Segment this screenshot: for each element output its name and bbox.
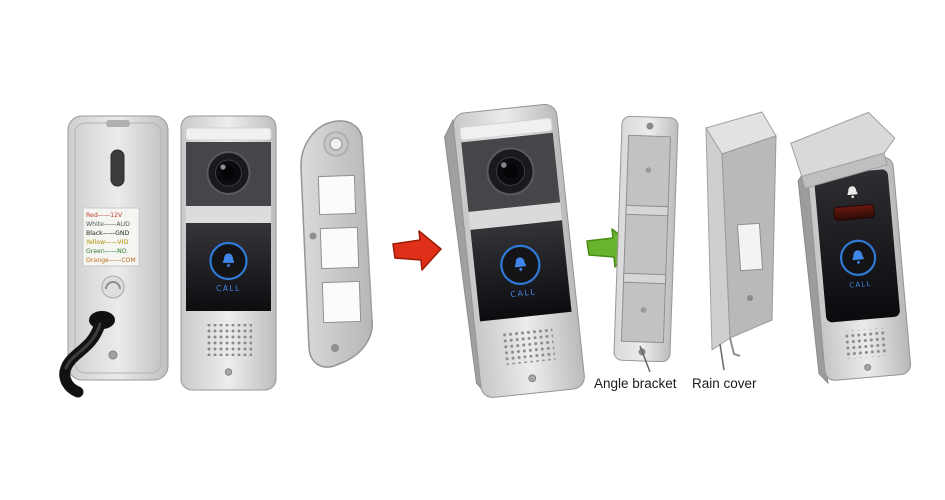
bell-clapper xyxy=(857,260,860,264)
camera-lens xyxy=(206,151,251,195)
rain-cover-pointer xyxy=(719,343,725,371)
screw-hole xyxy=(747,295,753,301)
mounting-screw xyxy=(729,337,741,357)
screw-hole xyxy=(309,232,317,240)
arrow-shape xyxy=(392,230,442,271)
sticker-background xyxy=(82,207,140,267)
angle-bracket-label: Angle bracket xyxy=(594,376,677,391)
bell-icon xyxy=(514,257,527,268)
bell-icon xyxy=(852,250,864,261)
doorbell-front-view: CALL xyxy=(176,112,282,397)
screw-hole xyxy=(224,368,233,376)
screw-hole xyxy=(331,344,339,352)
label-pointers xyxy=(639,343,725,373)
hanging-slot xyxy=(110,149,125,187)
rain-cover xyxy=(682,106,784,371)
screw-hole xyxy=(864,363,872,371)
call-button: CALL xyxy=(839,239,877,290)
sticker-line: Red——12V xyxy=(86,212,123,219)
status-window xyxy=(833,204,875,221)
call-button-label: CALL xyxy=(510,287,537,299)
call-button-label: CALL xyxy=(216,284,241,293)
mounting-bracket xyxy=(286,116,388,378)
sticker-line: Yellow——VID xyxy=(85,239,128,246)
speaker-grille xyxy=(842,327,889,360)
speaker-grille xyxy=(205,324,252,356)
call-button-label: CALL xyxy=(849,280,872,290)
bell-clapper xyxy=(519,267,523,271)
sticker-line: Orange——COM xyxy=(86,257,136,264)
angle-bracket-cavity xyxy=(620,134,672,344)
wiring-sticker: Red——12V White——AUD Black——GND Yellow——V… xyxy=(82,207,140,267)
rain-cover-label: Rain cover xyxy=(692,376,757,391)
cover-window xyxy=(736,222,764,272)
angle-bracket xyxy=(606,112,686,367)
bracket-edge-line xyxy=(361,137,373,321)
screw-hole xyxy=(640,307,647,313)
bell-clapper xyxy=(227,264,230,267)
cable-highlight xyxy=(64,322,102,370)
red-arrow xyxy=(390,228,444,276)
camera-lens xyxy=(486,147,535,196)
rain-cover-lip xyxy=(801,152,888,189)
doorbell-back-view: Red——12V White——AUD Black——GND Yellow——V… xyxy=(50,112,180,407)
call-button: CALL xyxy=(209,241,248,293)
top-notch xyxy=(106,120,130,127)
sticker-line: Black——GND xyxy=(86,230,130,237)
sticker-line: White——AUD xyxy=(86,221,130,228)
screw-hole xyxy=(646,122,654,130)
brand-logo xyxy=(101,275,125,299)
sticker-line: Green——NO xyxy=(86,248,127,255)
top-trim xyxy=(459,117,553,141)
screw-hole xyxy=(108,350,118,360)
divider-rib xyxy=(625,204,669,217)
rain-cover-hood xyxy=(790,111,896,178)
angle-bracket-pointer xyxy=(639,345,651,373)
ir-window-trim xyxy=(468,202,562,230)
call-button: CALL xyxy=(500,244,541,299)
screw-hole xyxy=(645,167,652,173)
doorbell-assembled: CALL xyxy=(436,102,601,402)
bell-icon xyxy=(222,253,235,263)
bell-indicator-icon xyxy=(847,186,858,199)
bracket-top-hole xyxy=(329,137,343,151)
speaker-grille xyxy=(502,326,556,365)
top-trim xyxy=(185,127,272,141)
doorbell-with-cover: CALL xyxy=(788,98,923,393)
bracket-cutouts xyxy=(317,174,362,324)
screw-hole xyxy=(528,374,537,383)
divider-rib xyxy=(622,272,667,285)
ir-window-trim xyxy=(186,206,271,223)
